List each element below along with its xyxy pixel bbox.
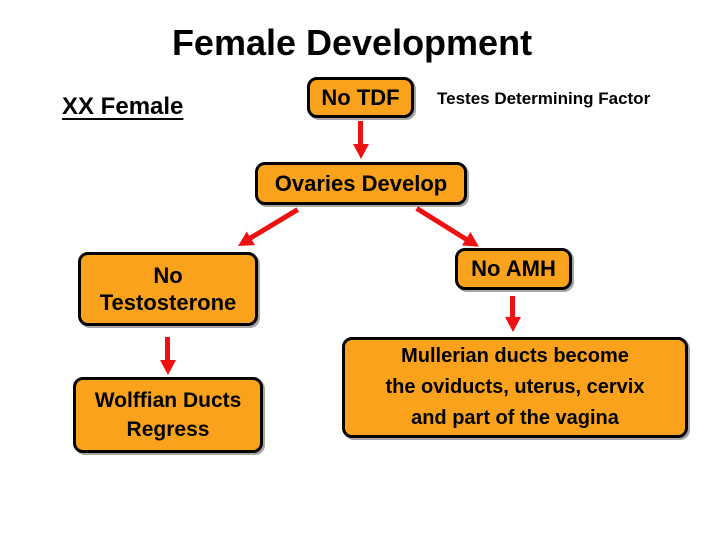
page-title: Female Development	[171, 22, 533, 63]
node-no-testosterone-line2: Testosterone	[99, 290, 237, 315]
node-wolffian-line2: Regress	[126, 418, 210, 441]
node-mullerian-ducts: Mullerian ducts become the oviducts, ute…	[342, 337, 688, 438]
xx-female-label: XX Female	[62, 93, 184, 120]
node-no-amh-label: No AMH	[471, 256, 556, 281]
arrow-shaft	[358, 121, 364, 145]
node-no-testosterone: No Testosterone	[78, 252, 258, 326]
arrow-head-icon	[505, 317, 521, 332]
node-mullerian-line2: the oviducts, uterus, cervix	[385, 376, 645, 398]
node-ovaries-develop-label: Ovaries Develop	[274, 170, 448, 196]
node-no-tdf-label: No TDF	[321, 84, 400, 110]
arrow-head-icon	[353, 144, 369, 159]
node-wolffian-ducts-regress: Wolffian Ducts Regress	[73, 377, 263, 453]
node-mullerian-line1: Mullerian ducts become	[401, 345, 629, 367]
node-wolffian-line1: Wolffian Ducts	[94, 389, 242, 412]
node-no-tdf: No TDF	[307, 77, 414, 118]
node-mullerian-line3: and part of the vagina	[411, 407, 619, 429]
arrow-shaft	[165, 337, 171, 361]
arrow-ovaries-to-no-amh	[415, 205, 484, 254]
arrow-head-icon	[160, 360, 176, 375]
arrow-shaft	[510, 296, 516, 318]
node-no-amh: No AMH	[455, 248, 572, 290]
arrow-shaft	[248, 207, 300, 241]
arrow-shaft	[415, 205, 469, 242]
node-no-testosterone-line1: No	[153, 263, 183, 288]
arrow-ovaries-to-no-testosterone	[233, 207, 300, 253]
node-ovaries-develop: Ovaries Develop	[255, 162, 467, 205]
tdf-caption: Testes Determining Factor	[437, 89, 651, 108]
